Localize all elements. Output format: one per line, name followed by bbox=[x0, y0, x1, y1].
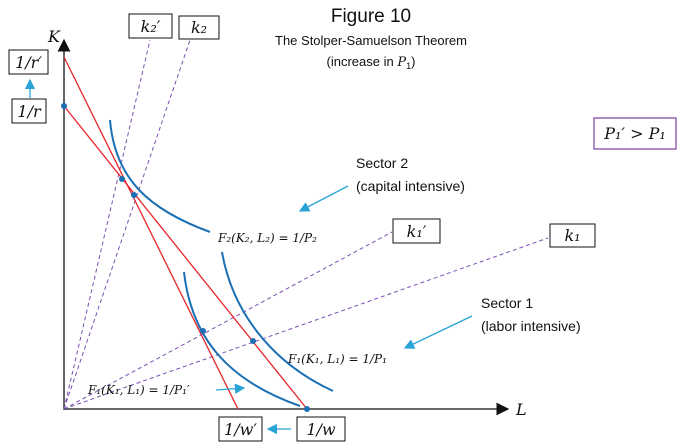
box-k1 bbox=[549, 223, 596, 248]
point-r-intercept bbox=[61, 103, 67, 109]
box-w-prime-label: 1/w′ bbox=[224, 420, 257, 439]
figure-subtitle: The Stolper-Samuelson Theorem bbox=[275, 33, 467, 48]
box-k1-label: k₁ bbox=[564, 226, 580, 245]
sector2-desc: (capital intensive) bbox=[356, 178, 465, 194]
isoquant-sector1-prime bbox=[183, 271, 301, 407]
box-k2-prime-label: k₂′ bbox=[141, 17, 161, 36]
sector1-desc: (labor intensive) bbox=[481, 318, 581, 334]
isoquant-f1-prime-label: F₁(K₁, L₁) = 1/P₁′ bbox=[87, 383, 190, 397]
x-axis-label: L bbox=[515, 400, 527, 419]
isoquant-sector2 bbox=[109, 119, 211, 233]
sector2-name: Sector 2 bbox=[356, 155, 408, 171]
point-w-intercept bbox=[304, 406, 310, 412]
box-r-prime-label: 1/r′ bbox=[15, 53, 42, 72]
point-tangency-s1 bbox=[250, 338, 256, 344]
box-k2 bbox=[178, 15, 220, 40]
arrow-sector1 bbox=[403, 315, 473, 349]
arrow-f1-prime bbox=[215, 383, 246, 394]
isocost-line-initial bbox=[63, 105, 308, 410]
ray-k1-prime bbox=[63, 231, 393, 410]
box-k1-prime-label: k₁′ bbox=[407, 222, 427, 241]
figure-title: Figure 10 bbox=[331, 6, 411, 27]
box-k2-label: k₂ bbox=[191, 18, 207, 37]
point-tangency-s2-prime bbox=[119, 176, 125, 182]
tangency-points bbox=[61, 103, 310, 412]
sector1-name: Sector 1 bbox=[481, 295, 533, 311]
point-tangency-s2 bbox=[131, 192, 137, 198]
ray-k2 bbox=[63, 39, 191, 410]
box-r-prime bbox=[8, 49, 49, 75]
ray-group bbox=[63, 39, 549, 410]
arrow-sector2 bbox=[298, 185, 349, 212]
isoquant-sector1 bbox=[221, 251, 334, 392]
box-k1-prime bbox=[392, 218, 441, 244]
ray-k1 bbox=[63, 237, 549, 410]
y-axis-label: K bbox=[47, 27, 61, 46]
box-price-relation bbox=[593, 117, 677, 150]
isoquant-f2-label: F₂(K₂, L₂) = 1/P₂ bbox=[217, 231, 317, 245]
box-price-relation-label: P₁′ > P₁ bbox=[603, 124, 666, 143]
box-w-prime bbox=[218, 416, 263, 442]
ray-k2-prime bbox=[63, 39, 151, 410]
box-k2-prime bbox=[128, 13, 173, 39]
isocost-line-new bbox=[63, 56, 239, 410]
box-r bbox=[11, 98, 47, 124]
box-w-label: 1/w bbox=[306, 420, 336, 439]
isoquant-f1-label: F₁(K₁, L₁) = 1/P₁ bbox=[287, 352, 387, 366]
box-w bbox=[296, 416, 346, 442]
figure-subtitle-2: (increase in P1) bbox=[327, 54, 416, 71]
point-tangency-s1-prime bbox=[200, 328, 206, 334]
box-r-label: 1/r bbox=[17, 102, 42, 121]
